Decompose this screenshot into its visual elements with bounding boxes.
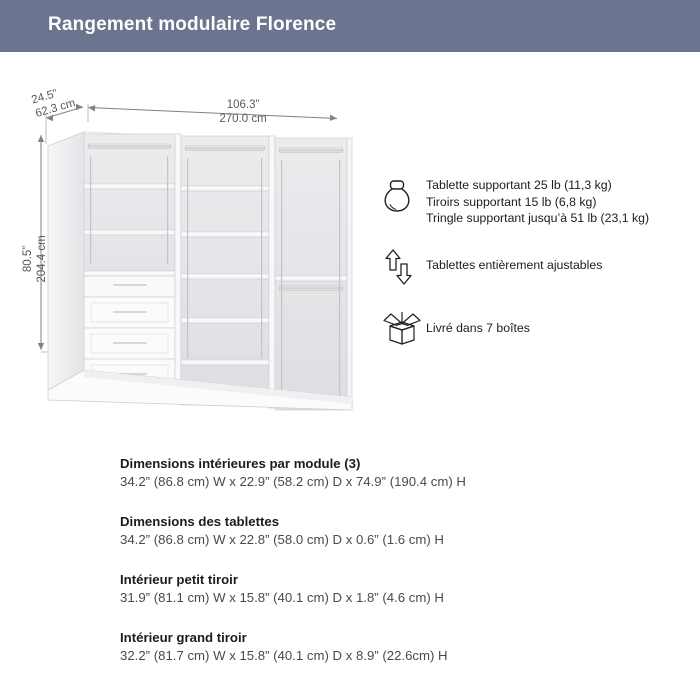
page-title: Rangement modulaire Florence (48, 14, 337, 35)
shelf (180, 359, 270, 366)
shelf (180, 231, 270, 238)
shelf (274, 275, 348, 282)
shipping-boxes-label: Livré dans 7 boîtes (426, 320, 530, 335)
spec-large-drawer-interior: Intérieur grand tiroir 32.2” (81.7 cm) W… (120, 629, 680, 665)
drawer-handle (113, 342, 147, 344)
width-metric: 270.0 cm (219, 113, 267, 125)
specifications-list: Dimensions intérieures par module (3) 34… (120, 455, 680, 687)
capacity-rod: Tringle supportant jusqu’à 51 lb (23,1 k… (426, 211, 650, 225)
peg-holes (281, 160, 341, 400)
weight-capacity-text: Tablette supportant 25 lb (11,3 kg) Tiro… (426, 176, 649, 227)
shelf (83, 270, 176, 277)
spec-title: Dimensions intérieures par module (3) (120, 456, 361, 471)
spec-shelf-dimensions: Dimensions des tablettes 34.2” (86.8 cm)… (120, 513, 680, 549)
shipping-box-icon (382, 307, 426, 347)
feature-adjustable-shelves: Tablettes entièrement ajustables (382, 245, 694, 287)
cabinet-right-side (346, 137, 353, 411)
product-illustration (0, 52, 400, 432)
capacity-drawer: Tiroirs supportant 15 lb (6,8 kg) (426, 194, 597, 209)
module-divider (174, 133, 182, 398)
cabinet-left-side (47, 131, 85, 391)
feature-shipping-boxes: Livré dans 7 boîtes (382, 307, 694, 347)
base-shadow (84, 370, 352, 404)
shelf (180, 273, 270, 280)
shelf (180, 317, 270, 324)
kettlebell-icon (382, 176, 426, 214)
module-left (83, 133, 182, 398)
spec-value: 32.2” (81.7 cm) W x 15.8” (40.1 cm) D x … (120, 648, 448, 663)
up-down-arrows-icon (382, 245, 426, 287)
spec-title: Intérieur grand tiroir (120, 630, 247, 645)
hanging-rod-lower (278, 285, 344, 291)
dimension-lines (37, 103, 338, 353)
spec-value: 34.2” (86.8 cm) W x 22.9” (58.2 cm) D x … (120, 474, 466, 489)
peg-holes (90, 156, 169, 264)
drawer-stack (83, 275, 176, 391)
spec-title: Intérieur petit tiroir (120, 572, 238, 587)
peg-holes (187, 158, 263, 358)
header-bar (0, 0, 700, 52)
module-divider (268, 135, 276, 409)
shelf (83, 183, 176, 190)
shelf (180, 185, 270, 192)
feature-list: Tablette supportant 25 lb (11,3 kg) Tiro… (382, 176, 694, 365)
shelf (83, 229, 176, 236)
height-dimension-label: 80.5” 204.4 cm (21, 214, 49, 304)
module-center (180, 135, 276, 409)
height-inches: 80.5” (22, 245, 34, 273)
hanging-rod (184, 145, 266, 151)
capacity-shelf: Tablette supportant 25 lb (11,3 kg) (426, 178, 612, 192)
adjustable-shelves-text: Tablettes entièrement ajustables (426, 245, 602, 274)
spec-value: 34.2” (86.8 cm) W x 22.8” (58.0 cm) D x … (120, 532, 444, 547)
drawer-handle (113, 284, 147, 286)
furniture-drawing (37, 103, 353, 411)
hanging-rod-upper (278, 147, 344, 153)
spec-module-interior: Dimensions intérieures par module (3) 34… (120, 455, 680, 491)
drawer-small (83, 275, 176, 298)
spec-small-drawer-interior: Intérieur petit tiroir 31.9” (81.1 cm) W… (120, 571, 680, 607)
hanging-rod (87, 143, 172, 149)
shipping-boxes-text: Livré dans 7 boîtes (426, 307, 530, 337)
spec-title: Dimensions des tablettes (120, 514, 280, 529)
width-dimension-label: 106.3” 270.0 cm (198, 98, 288, 126)
width-inches: 106.3” (226, 99, 260, 111)
adjustable-shelves-label: Tablettes entièrement ajustables (426, 257, 603, 272)
feature-weight-capacity: Tablette supportant 25 lb (11,3 kg) Tiro… (382, 176, 694, 227)
drawer-handle (113, 311, 147, 313)
module-right (274, 137, 348, 411)
height-metric: 204.4 cm (36, 235, 48, 283)
spec-value: 31.9” (81.1 cm) W x 15.8” (40.1 cm) D x … (120, 590, 444, 605)
